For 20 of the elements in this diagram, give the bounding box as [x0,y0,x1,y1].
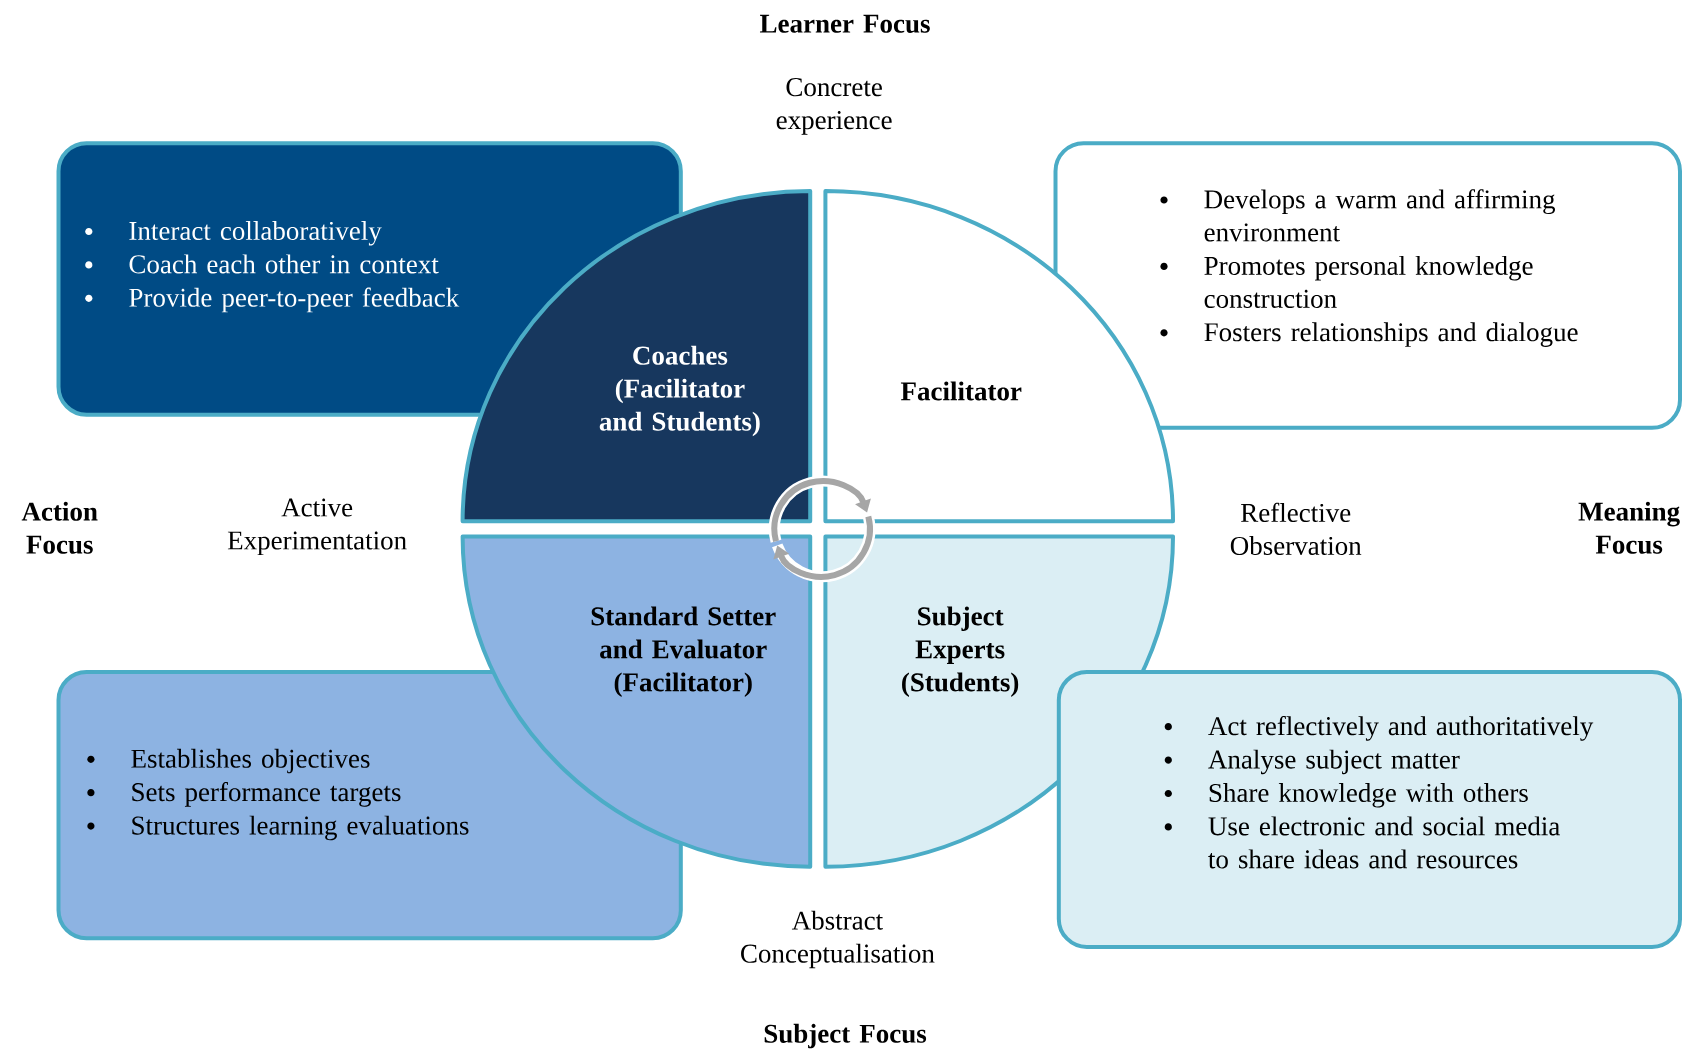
axis-heading: Learner Focus [760,14,930,33]
stage-label: Active Experimentation [227,498,407,556]
curved-arrow [772,515,876,583]
bullet-item: Establishes objectives [87,748,370,774]
bullet-item: Sets performance targets [87,782,401,807]
bullet-item: Provide peer-to-peer feedback [85,287,460,313]
stage-label: Reflective Observation [1230,502,1362,555]
text-box [1053,141,1682,430]
bullet-item: Coach each other in context [85,254,439,274]
quadrant-sector: Subject Experts (Students) [823,534,1175,869]
curved-arrow [768,475,873,543]
stage-label: Abstract Conceptualisation [741,910,935,969]
bullet-item: Interact collaboratively [85,221,382,246]
quadrant-sector: Facilitator [823,189,1175,524]
axis-heading: Subject Focus [764,1023,927,1049]
text-box [1056,670,1682,949]
stage-label: Concrete experience [776,78,892,135]
axis-heading: Action Focus [21,501,98,554]
axis-heading: Meaning Focus [1578,501,1680,554]
quadrant-sector: Coaches (Facilitator and Students) [460,189,813,524]
